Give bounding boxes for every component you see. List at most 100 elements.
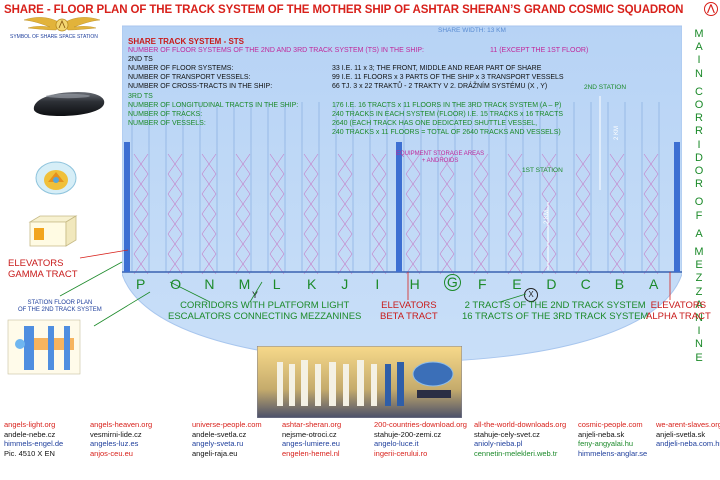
ship-shuttle-icon [35,161,77,195]
footer-link[interactable]: anges-lumiere.eu [282,439,340,449]
sts-heading: SHARE TRACK SYSTEM - STS [128,37,245,46]
footer-link[interactable]: ingerii-cerului.ro [374,448,428,458]
footer-link[interactable]: anjeli-neba.sk [578,429,625,439]
tract-letter-p: P [136,276,146,292]
callout-tracts-text: 2 TRACTS OF THE 2ND TRACK SYSTEM 16 TRAC… [462,300,649,322]
footer-link[interactable]: anjeli-svetla.sk [656,429,706,439]
tract-letter-n: N [204,276,215,292]
station-plan-icon [7,319,81,375]
footer-link[interactable]: we-arent-slaves.org [656,420,720,429]
footer-link[interactable]: nejsme-otroci.cz [282,429,337,439]
footer-link[interactable]: andjeli-neba.com.hr [656,439,720,449]
main-corridor-char: O [694,99,704,112]
sts-line1: NUMBER OF FLOOR SYSTEMS OF THE 2ND AND 3… [128,46,668,55]
callout-elevators-alpha-text: ELEVATORS ALPHA TRACT [646,300,711,322]
footer-link[interactable]: universe-people.com [192,420,262,429]
footer-link[interactable]: andele-nebe.cz [4,429,56,439]
main-corridor-char: A [695,227,703,240]
main-corridor-char: R [695,112,703,125]
main-corridor-char: N [695,67,703,80]
sts-ts2-row-key: NUMBER OF CROSS-TRACTS IN THE SHIP: [128,83,273,91]
station-1-label: 1ST STATION [522,167,563,174]
sts-ts3-row-value: 240 TRACKS x 11 FLOORS = TOTAL OF 2640 T… [332,128,561,136]
main-corridor-char: M [694,28,704,40]
main-corridor-char: N [695,338,703,351]
cross-tract-x: X [524,288,538,302]
main-corridor-char: D [695,151,703,164]
sts-line1-val: 11 (EXCEPT THE 1ST FLOOR) [490,47,589,55]
footer-link[interactable]: cosmic-people.com [578,420,643,429]
footer-link[interactable]: vesmirni-lide.cz [90,429,142,439]
footer-link[interactable]: angeli-raja.eu [192,448,238,458]
footer-link[interactable]: angely-sveta.ru [192,439,244,449]
sts-ts2-row: NUMBER OF CROSS-TRACTS IN THE SHIP: 66 TJ… [128,82,668,91]
sts-ts2-row-key: NUMBER OF FLOOR SYSTEMS: [128,65,234,73]
sts-ts3: 3RD TS [128,92,153,100]
tract-letter-g: G [443,274,461,291]
sts-ts3-row-key: NUMBER OF TRACKS: [128,110,203,118]
footer-link[interactable]: stahuje-cely-svet.cz [474,429,540,439]
footer-link[interactable]: all-the-world-downloads.org [474,420,567,429]
callout-elevators-gamma-text: ELEVATORS GAMMA TRACT [8,258,78,280]
sts-ts2: 2ND TS [128,56,153,64]
callout-corridors: CORRIDORS WITH PLATFORM LIGHT ESCALATORS… [168,300,361,322]
footer-link[interactable]: himmels-engel.de [4,439,64,449]
tract-letter-h: H [409,276,420,292]
sts-ts3-row: NUMBER OF TRACKS: 240 TRACKS IN EACH SYST… [128,110,668,119]
footer-link[interactable]: angeles-luz.es [90,439,139,449]
callout-elevators-gamma: ELEVATORS GAMMA TRACT [8,258,78,280]
tract-letter-j: J [341,276,349,292]
footer-link[interactable]: anjos-ceu.eu [90,448,133,458]
equipment-label-text: EQUIPMENT STORAGE AREAS + ANDROIDS [396,151,485,164]
crew-illustration [257,346,462,418]
sts-ts2-row-key: NUMBER OF TRANSPORT VESSELS: [128,74,251,82]
main-corridor-char: E [695,351,703,364]
main-corridor-char: Z [695,272,703,285]
footer-link[interactable]: ashtar-sheran.org [282,420,342,429]
main-corridor-char: I [697,54,701,67]
footer-link[interactable]: cennetin-melekleri.web.tr [474,448,558,458]
tract-letter-l: L [272,276,281,292]
footer-link[interactable]: himmelens-anglar.se [578,448,648,458]
main-corridor-char: E [695,259,703,272]
tract-letter-i: I [375,276,380,292]
callout-tracts: 2 TRACTS OF THE 2ND TRACK SYSTEM 16 TRAC… [462,300,648,322]
footer-link[interactable]: stahuje-200-zemi.cz [374,429,442,439]
main-corridor-char: N [695,312,703,325]
ship-side-icon [33,92,105,116]
main-corridor-char: R [695,125,703,138]
sts-ts2-row-value: 33 I.E. 11 x 3; THE FRONT, MIDDLE AND RE… [332,65,542,73]
footer-link[interactable]: feny-angyalai.hu [578,439,634,449]
footer-link[interactable]: angels-light.org [4,420,56,429]
sts-ts3-row: NUMBER OF VESSELS:2640 (EACH TRACK HAS O… [128,119,668,128]
station-2-label: 2ND STATION [584,84,627,91]
footer-link: Pic. 4510 X EN [4,448,55,458]
footer-link[interactable]: anioly-nieba.pl [474,439,523,449]
tract-letter-f: F [478,276,487,292]
callout-corridors-text: CORRIDORS WITH PLATFORM LIGHT ESCALATORS… [168,300,362,322]
width-label: SHARE WIDTH: 13 KM [438,27,506,34]
sts-ts2-row-value: 99 I.E. 11 FLOORS x 3 PARTS OF THE SHIP … [332,74,564,82]
sts-line1-key: NUMBER OF FLOOR SYSTEMS OF THE 2ND AND 3… [128,47,424,55]
sts-ts3-row-value: 240 TRACKS IN EACH SYSTEM (FLOOR) I.E. 1… [332,110,564,118]
tract-letter-a: A [649,276,659,292]
sts-info-block: SHARE TRACK SYSTEM - STS NUMBER OF FLOOR… [128,37,668,137]
footer-link[interactable]: engelen-hemel.nl [282,448,340,458]
main-corridor-char: I [697,138,701,151]
tract-letter-b: B [614,276,625,292]
footer-link[interactable]: angels-heaven.org [90,420,153,429]
footer-link[interactable]: angelo-luce.it [374,439,419,449]
footer-link[interactable]: andele-svetla.cz [192,429,247,439]
sts-ts3-row: NUMBER OF LONGITUDINAL TRACTS IN THE SHI… [128,101,668,110]
callout-elevators-alpha: ELEVATORS ALPHA TRACT [646,300,711,322]
tract-letter-k: K [307,276,317,292]
sts-ts2-row-value: 66 TJ. 3 x 22 TRAKTŮ - 2 TRAKTY V 2. DRÁ… [332,83,548,91]
callout-station-floor-plan: STATION FLOOR PLAN OF THE 2ND TRACK SYST… [18,300,102,314]
cross-tract-y: Y [252,290,259,300]
footer-link[interactable]: 200-countries-download.org [374,420,467,429]
